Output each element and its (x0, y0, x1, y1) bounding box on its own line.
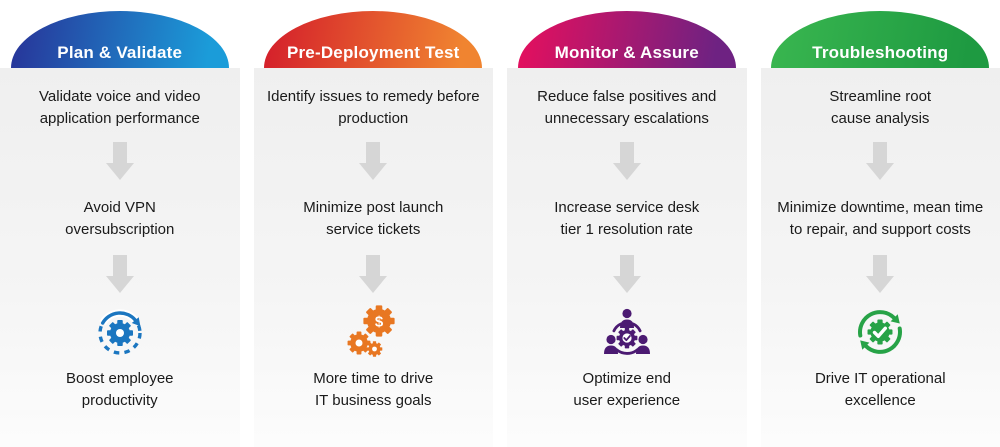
step-text: Minimize downtime, mean time to repair, … (777, 199, 984, 238)
column-title: Monitor & Assure (554, 43, 699, 62)
step-text: Minimize post launch service tickets (303, 199, 444, 238)
column-header-troubleshooting: Troubleshooting (771, 11, 990, 68)
column-header-plan-validate: Plan & Validate (10, 11, 229, 68)
column-plan-validate: Plan & Validate Validate voice and video… (0, 0, 240, 447)
column-title: Plan & Validate (57, 43, 183, 62)
column-pre-deployment-test: Pre-Deployment Test Identify issues to r… (253, 0, 493, 447)
sync-check-gear-icon (858, 310, 903, 354)
step-text: Validate voice and video application per… (39, 88, 201, 127)
down-arrow-icon (359, 255, 388, 293)
svg-text:$: $ (375, 314, 384, 331)
gears-dollar-icon: $ (347, 305, 395, 357)
outcome-text: Drive IT operational excellence (814, 370, 946, 409)
column-body: Validate voice and video application per… (0, 68, 240, 447)
column-body: Identify issues to remedy before product… (253, 68, 493, 447)
outcome-text: Boost employee productivity (65, 370, 174, 409)
step-text: Identify issues to remedy before product… (266, 88, 480, 127)
column-title: Troubleshooting (812, 43, 949, 62)
outcome-text: More time to drive IT business goals (313, 370, 434, 409)
down-arrow-icon (105, 255, 134, 293)
column-title: Pre-Deployment Test (286, 43, 460, 62)
column-body: Reduce false positives and unnecessary e… (507, 68, 747, 447)
column-header-pre-deployment-test: Pre-Deployment Test (264, 11, 483, 68)
down-arrow-icon (866, 142, 895, 180)
down-arrow-icon (866, 255, 895, 293)
outcome-text: Optimize end user experience (573, 370, 681, 409)
column-troubleshooting: Troubleshooting Streamline root cause an… (760, 0, 1000, 447)
step-text: Reduce false positives and unnecessary e… (537, 88, 717, 127)
down-arrow-icon (612, 142, 641, 180)
down-arrow-icon (612, 255, 641, 293)
column-body: Streamline root cause analysis Minimize … (760, 68, 1000, 447)
step-text: Streamline root cause analysis (829, 88, 932, 127)
column-header-monitor-assure: Monitor & Assure (517, 11, 736, 68)
down-arrow-icon (105, 142, 134, 180)
refresh-gear-icon (98, 309, 142, 355)
column-monitor-assure: Monitor & Assure Reduce false positives … (507, 0, 747, 447)
team-collaboration-icon (603, 308, 650, 355)
step-text: Increase service desk tier 1 resolution … (554, 199, 700, 238)
step-text: Avoid VPN oversubscription (65, 199, 175, 238)
down-arrow-icon (359, 142, 388, 180)
